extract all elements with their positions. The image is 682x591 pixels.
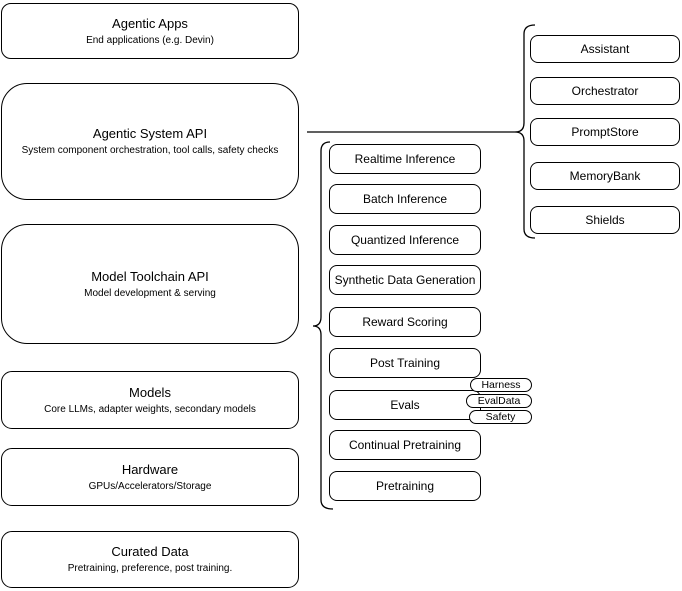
box-models: Models Core LLMs, adapter weights, secon… xyxy=(1,371,299,429)
box-subtitle: Pretraining, preference, post training. xyxy=(67,563,233,574)
box-subtitle: Core LLMs, adapter weights, secondary mo… xyxy=(44,403,256,415)
box-model-toolchain-api: Model Toolchain API Model development & … xyxy=(1,224,299,344)
node-label: Reward Scoring xyxy=(362,315,448,329)
node-promptstore: PromptStore xyxy=(530,118,680,146)
box-agentic-apps: Agentic Apps End applications (e.g. Devi… xyxy=(1,3,299,59)
node-assistant: Assistant xyxy=(530,35,680,63)
tag-label: Safety xyxy=(485,411,516,423)
tag-label: Harness xyxy=(481,379,521,391)
node-evals: Evals xyxy=(329,390,481,420)
node-continual-pretraining: Continual Pretraining xyxy=(329,430,481,460)
node-label: Continual Pretraining xyxy=(348,438,462,452)
node-label: Shields xyxy=(585,213,625,227)
box-title: Agentic Apps xyxy=(112,15,188,31)
node-label: Post Training xyxy=(369,356,441,370)
tag-evaldata: EvalData xyxy=(466,394,532,408)
box-title: Curated Data xyxy=(111,544,189,559)
node-label: MemoryBank xyxy=(569,169,641,183)
node-pretraining: Pretraining xyxy=(329,471,481,501)
node-realtime-inference: Realtime Inference xyxy=(329,144,481,174)
node-label: Assistant xyxy=(580,42,630,56)
box-hardware: Hardware GPUs/Accelerators/Storage xyxy=(1,448,299,506)
node-label: Orchestrator xyxy=(571,84,639,98)
system-group-bracket xyxy=(514,24,536,239)
toolchain-group-bracket xyxy=(312,141,334,510)
node-reward-scoring: Reward Scoring xyxy=(329,307,481,337)
box-subtitle: System component orchestration, tool cal… xyxy=(21,145,279,156)
node-batch-inference: Batch Inference xyxy=(329,184,481,214)
box-curated-data: Curated Data Pretraining, preference, po… xyxy=(1,531,299,588)
box-title: Agentic System API xyxy=(92,126,208,141)
box-subtitle: GPUs/Accelerators/Storage xyxy=(88,480,212,492)
node-shields: Shields xyxy=(530,206,680,234)
node-quantized-inference: Quantized Inference xyxy=(329,225,481,255)
tag-safety: Safety xyxy=(469,410,532,424)
tag-label: EvalData xyxy=(477,395,521,407)
node-memorybank: MemoryBank xyxy=(530,162,680,190)
node-synthetic-data-generation: Synthetic Data Generation xyxy=(329,265,481,295)
box-title: Hardware xyxy=(121,461,179,477)
node-label: Pretraining xyxy=(375,479,435,493)
node-label: PromptStore xyxy=(571,125,639,139)
node-label: Realtime Inference xyxy=(354,152,456,166)
node-post-training: Post Training xyxy=(329,348,481,378)
node-label: Synthetic Data Generation xyxy=(334,273,476,287)
box-title: Models xyxy=(129,384,171,400)
node-orchestrator: Orchestrator xyxy=(530,77,680,105)
node-label: Batch Inference xyxy=(362,192,448,206)
box-agentic-system-api: Agentic System API System component orch… xyxy=(1,83,299,200)
box-subtitle: Model development & serving xyxy=(84,287,216,299)
node-label: Quantized Inference xyxy=(350,233,460,247)
box-subtitle: End applications (e.g. Devin) xyxy=(86,34,214,46)
box-title: Model Toolchain API xyxy=(91,268,209,284)
node-label: Evals xyxy=(390,398,420,412)
tag-harness: Harness xyxy=(470,378,532,392)
